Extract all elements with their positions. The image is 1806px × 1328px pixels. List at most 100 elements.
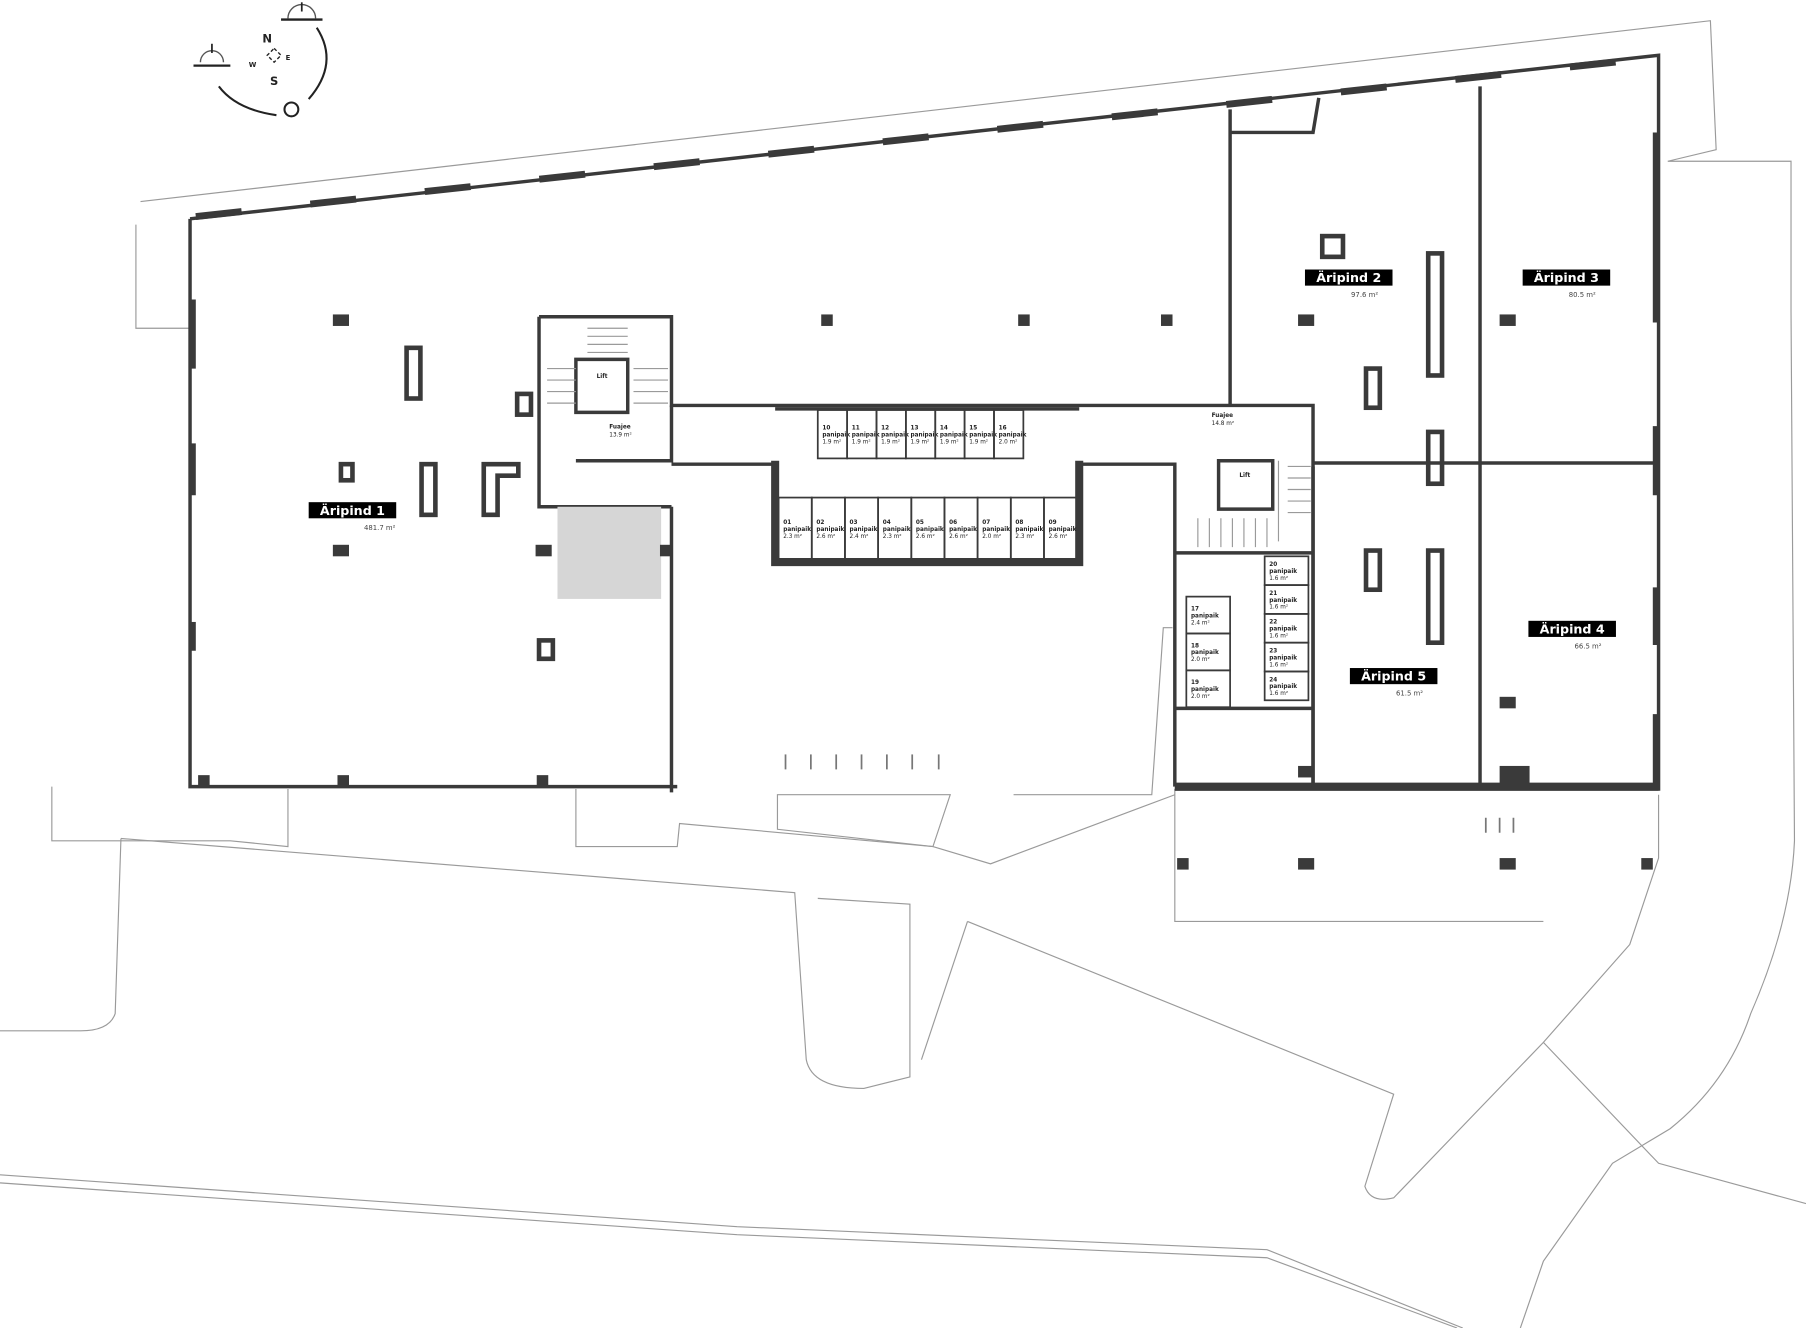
storage-area: 2.0 m² <box>1191 656 1210 663</box>
sun-path-arrow-icon <box>307 27 328 100</box>
storage-label: panipaik <box>940 433 968 439</box>
storage-area: 2.0 m² <box>982 533 1001 540</box>
storage-area: 1.6 m² <box>1269 604 1288 611</box>
svg-text:Äripind 1: Äripind 1 <box>320 503 385 518</box>
storage-label: panipaik <box>1191 613 1219 619</box>
svg-text:Äripind 5: Äripind 5 <box>1361 669 1426 684</box>
storage-label: panipaik <box>916 527 944 533</box>
storage-area: 2.3 m² <box>1015 533 1034 540</box>
storage-area: 2.0 m² <box>1191 693 1210 700</box>
storage-label: panipaik <box>816 527 844 533</box>
sunset-icon <box>193 43 231 67</box>
storage-label: panipaik <box>1269 684 1297 690</box>
storage-area: 1.6 m² <box>1269 661 1288 668</box>
storage-label: panipaik <box>982 527 1010 533</box>
storage-label: panipaik <box>881 433 909 439</box>
storage-area: 1.9 m² <box>940 438 959 445</box>
storage-number: 05 <box>916 520 924 526</box>
svg-text:Fuajee: Fuajee <box>1212 413 1233 419</box>
storage-label: panipaik <box>850 527 878 533</box>
storage-label: panipaik <box>852 433 880 439</box>
compass-west: W <box>249 61 257 69</box>
storage-area: 2.4 m² <box>1191 619 1210 626</box>
svg-text:Äripind 4: Äripind 4 <box>1540 621 1605 636</box>
hatched-area <box>557 506 662 599</box>
storage-area: 2.3 m² <box>883 533 902 540</box>
storage-area: 1.9 m² <box>969 438 988 445</box>
unit-label-4: Äripind 4 66.5 m² <box>1528 620 1616 650</box>
storage-area: 1.6 m² <box>1269 690 1288 697</box>
storage-number: 16 <box>999 426 1007 432</box>
svg-text:Fuajee: Fuajee <box>609 424 630 430</box>
storage-number: 24 <box>1269 677 1277 683</box>
compass: N S E W <box>193 2 328 118</box>
storage-area: 2.6 m² <box>816 533 835 540</box>
storage-number: 09 <box>1049 520 1057 526</box>
storage-number: 04 <box>883 520 891 526</box>
storage-label: panipaik <box>999 433 1027 439</box>
sun-path-arrow-icon <box>218 85 277 117</box>
storage-label: panipaik <box>1049 527 1077 533</box>
interior-walls <box>537 86 1659 793</box>
storage-number: 07 <box>982 520 990 526</box>
sunrise-icon <box>281 2 323 21</box>
storage-number: 10 <box>822 426 830 432</box>
exterior-walls <box>188 53 1661 791</box>
storage-label: panipaik <box>1269 569 1297 575</box>
storage-area: 1.6 m² <box>1269 575 1288 582</box>
core-1: Lift Fuajee 13.9 m² <box>597 374 632 439</box>
storage-label: panipaik <box>1191 687 1219 693</box>
storage-area: 2.4 m² <box>850 533 869 540</box>
compass-east: E <box>286 54 291 62</box>
storage-label: panipaik <box>822 433 850 439</box>
storage-number: 03 <box>850 520 858 526</box>
svg-text:13.9 m²: 13.9 m² <box>609 432 632 439</box>
storage-area: 2.3 m² <box>783 533 802 540</box>
svg-text:481.7 m²: 481.7 m² <box>364 524 396 532</box>
storage-label: panipaik <box>1015 527 1043 533</box>
svg-text:Äripind 2: Äripind 2 <box>1316 270 1381 285</box>
storage-label: panipaik <box>969 433 997 439</box>
unit-label-2: Äripind 2 97.6 m² <box>1304 269 1393 299</box>
storage-number: 21 <box>1269 591 1277 597</box>
storage-label: panipaik <box>783 527 811 533</box>
storage-label: panipaik <box>1269 655 1297 661</box>
storage-area: 2.6 m² <box>916 533 935 540</box>
unit-label-5: Äripind 5 61.5 m² <box>1349 668 1438 698</box>
storage-number: 20 <box>1269 562 1277 568</box>
storage-area: 1.9 m² <box>910 438 929 445</box>
storage-number: 08 <box>1015 520 1023 526</box>
storage-label: panipaik <box>883 527 911 533</box>
compass-north: N <box>262 32 272 46</box>
stairs <box>547 327 1311 548</box>
svg-text:Lift: Lift <box>1239 473 1250 479</box>
storage-number: 11 <box>852 426 860 432</box>
bike-racks <box>784 754 1515 833</box>
svg-text:61.5 m²: 61.5 m² <box>1396 690 1423 698</box>
storage-number: 14 <box>940 426 948 432</box>
svg-text:80.5 m²: 80.5 m² <box>1569 291 1596 299</box>
svg-text:Lift: Lift <box>597 374 608 380</box>
storage-number: 13 <box>910 426 918 432</box>
core-2: Lift Fuajee 14.8 m² <box>1212 413 1251 479</box>
storage-area: 2.6 m² <box>1049 533 1068 540</box>
storage-area: 2.6 m² <box>949 533 968 540</box>
svg-text:66.5 m²: 66.5 m² <box>1574 642 1601 650</box>
storage-area: 2.0 m² <box>999 438 1018 445</box>
